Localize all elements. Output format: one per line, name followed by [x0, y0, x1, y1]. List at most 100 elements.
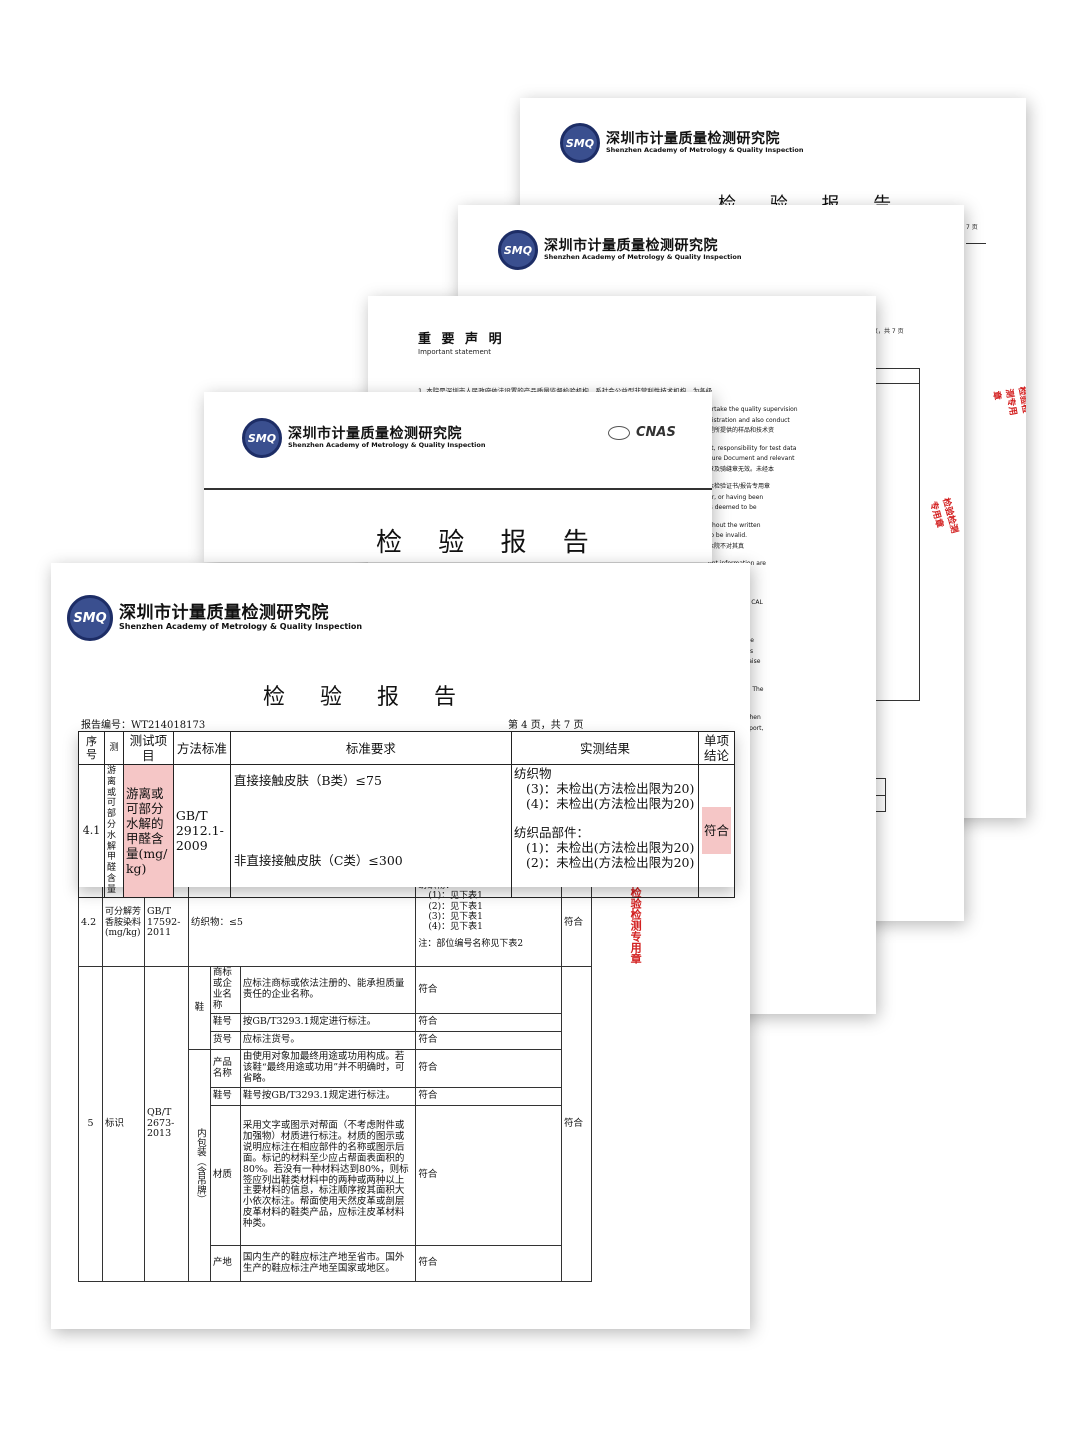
requirement-c: 非直接接触皮肤（C类）≤300: [233, 853, 403, 869]
header-result: 实测结果: [511, 731, 699, 765]
table-border: [872, 700, 920, 701]
header-item: 测试项目: [122, 731, 174, 765]
row-no: 4.1: [78, 764, 105, 898]
statement-snippet: er, or having been: [708, 493, 764, 501]
statement-snippet: 提所提供的样品和技术资: [708, 427, 775, 434]
statement-snippet: dure Document and relevant: [708, 455, 795, 462]
table-header-row: 序号 测 测试项目 方法标准 标准要求 实测结果 单项结论: [78, 731, 735, 765]
sub-req: 由使用对象加最终用途或功用构成。若该鞋“最终用途或功用”并不明确时，可省略。: [239, 1049, 417, 1088]
table-row: 鞋号 鞋号按GB/T3293.1规定进行标注。 符合: [79, 1087, 592, 1106]
sub-name: 材质: [209, 1105, 241, 1246]
result-line: (3)：未检出(方法检出限为20): [526, 781, 695, 796]
table-border: [872, 383, 920, 384]
institute-name-en: Shenzhen Academy of Metrology & Quality …: [606, 145, 804, 154]
institute-logo: SMQ 深圳市计量质量检测研究院 Shenzhen Academy of Met…: [67, 595, 362, 641]
inspection-table: 4.2 可分解芳香胺染料(mg/kg) GB/T 17592-2011 纺织物：…: [78, 879, 592, 1282]
statement-snippet: to be invalid.: [708, 532, 748, 539]
red-seam-stamp: 检验检测专用章: [629, 887, 643, 967]
header-conclusion: 单项结论: [698, 731, 735, 765]
sub-res: 符合: [415, 1087, 563, 1106]
institute-name-cn: 深圳市计量质量检测研究院: [288, 426, 462, 443]
institute-name-en: Shenzhen Academy of Metrology & Quality …: [119, 621, 363, 631]
ilac-icon: [608, 425, 630, 440]
sub-name: 鞋号: [209, 1087, 241, 1106]
row-conclusion: 符合: [561, 966, 592, 1282]
statement-heading: 重 要 声 明: [418, 332, 505, 347]
header-col2: 测: [103, 731, 124, 765]
report-title: 检 验 报 告: [263, 685, 470, 710]
statement-snippet: ct, responsibility for test data: [708, 444, 797, 452]
red-stamp: 检验检测专用章: [927, 497, 960, 535]
statement-line: 1. 本院是深圳市人民政府依法设置的产品质量监督检验机构，系社会公益型非营利性技…: [418, 387, 713, 395]
requirement-b: 直接接触皮肤（B类）≤75: [233, 772, 382, 788]
institute-name-cn: 深圳市计量质量检测研究院: [606, 131, 780, 148]
header-requirement: 标准要求: [229, 731, 513, 765]
cnas-mark: CNAS: [636, 425, 676, 440]
shoe-label: 鞋: [187, 966, 211, 1050]
sub-res: 符合: [415, 1049, 563, 1088]
institute-name-en: Shenzhen Academy of Metrology & Quality …: [544, 252, 742, 261]
smq-logo-icon: SMQ: [560, 123, 600, 163]
sub-req: 鞋号按GB/T3293.1规定进行标注。: [239, 1087, 417, 1106]
table-row: 内包装（含吊牌） 产品名称 由使用对象加最终用途或功用构成。若该鞋“最终用途或功…: [79, 1049, 592, 1282]
sub-name: 产地: [209, 1245, 241, 1282]
report-title: 检 验 报 告: [376, 528, 603, 558]
sub-res: 符合: [415, 966, 563, 1014]
result-line: (2)：未检出(方法检出限为20): [526, 855, 695, 870]
header-method: 方法标准: [172, 731, 231, 765]
zoomed-table: 序号 测 测试项目 方法标准 标准要求 实测结果 单项结论 4.1 游离或可部分…: [78, 731, 735, 898]
page-label: 7 页: [966, 224, 978, 231]
result-line: (1)：未检出(方法检出限为20): [526, 840, 695, 855]
divider: [966, 243, 986, 244]
smq-logo-icon: SMQ: [67, 595, 113, 641]
result-title: 纺织品部件：: [514, 825, 590, 840]
table-row: 4.1 游离或可部分水解甲醛含量 游离或可部分水解的甲醛含量(mg/kg) GB…: [78, 764, 735, 898]
row-method: QB/T 2673-2013: [143, 966, 189, 1282]
statement-snippet: is deemed to be: [708, 504, 757, 511]
result-line: (4)：未检出(方法检出限为20): [526, 796, 695, 811]
report-number: 报告编号：WT214018173: [81, 720, 206, 731]
red-stamp: 检验检测专用章: [990, 385, 1026, 417]
sub-req: 按GB/T3293.1规定进行标注。: [239, 1013, 417, 1032]
cnas-logo: CNAS: [608, 425, 676, 440]
statement-snippet: 章及骑缝章无效。未经本: [708, 465, 775, 473]
row-result: 纺织物 (3)：未检出(方法检出限为20) (4)：未检出(方法检出限为20) …: [511, 764, 699, 898]
table-border: [872, 368, 920, 369]
row-requirement: 直接接触皮肤（B类）≤75 非直接接触皮肤（C类）≤300: [229, 764, 513, 898]
sub-req: 应标注货号。: [239, 1031, 417, 1050]
report-cover-page: SMQ 深圳市计量质量检测研究院 Shenzhen Academy of Met…: [204, 392, 712, 562]
statement-snippet: 本院不对其真: [708, 542, 745, 550]
row-item: 标识: [101, 966, 145, 1282]
sub-res: 符合: [415, 1031, 563, 1050]
cover-divider: [204, 488, 712, 490]
sub-name: 产品名称: [209, 1049, 241, 1088]
row-method: GB/T 2912.1-2009: [172, 764, 231, 898]
table-row: 材质 采用文字或图示对帮面（不考虑附件或加强物）材质进行标注。材质的图示或说明应…: [79, 1105, 592, 1246]
institute-name-cn: 深圳市计量质量检测研究院: [544, 238, 718, 255]
sub-res: 符合: [415, 1013, 563, 1032]
sub-name: 商标或企业名称: [209, 966, 241, 1014]
page-label: 页，共 7 页: [872, 328, 904, 335]
institute-name-cn: 深圳市计量质量检测研究院: [119, 602, 329, 623]
table-row: 鞋号 按GB/T3293.1规定进行标注。 符合: [79, 1013, 592, 1032]
institute-name-en: Shenzhen Academy of Metrology & Quality …: [288, 440, 486, 449]
zoomed-table-overlay: 序号 测 测试项目 方法标准 标准要求 实测结果 单项结论 4.1 游离或可部分…: [78, 731, 735, 898]
seam-stamp-text: 检验检测专用章: [629, 887, 643, 964]
smq-logo-icon: SMQ: [498, 230, 538, 270]
result-line: (4)：见下表1: [428, 922, 483, 933]
sub-req: 采用文字或图示对帮面（不考虑附件或加强物）材质进行标注。材质的图示或说明应标注在…: [239, 1105, 417, 1246]
result-line: (3)：见下表1: [428, 912, 483, 923]
sub-req: 国内生产的鞋应标注产地至省市。国外生产的鞋应标注产地至国家或地区。: [239, 1245, 417, 1282]
sub-req: 应标注商标或依法注册的、能承担质量责任的企业名称。: [239, 966, 417, 1014]
sub-name: 鞋号: [209, 1013, 241, 1032]
table-row: 产地 国内生产的鞋应标注产地至省市。国外生产的鞋应标注产地至国家或地区。 符合: [79, 1245, 592, 1282]
row-col2: 游离或可部分水解甲醛含量: [103, 764, 124, 898]
table-border: [885, 778, 886, 812]
row-item-highlighted: 游离或可部分水解的甲醛含量(mg/kg): [122, 764, 174, 898]
header-no: 序号: [78, 731, 105, 765]
statement-snippet: nistration and also conduct: [708, 416, 790, 424]
statement-snippet: ertake the quality supervision: [708, 406, 798, 413]
inner-pack-label: 内包装（含吊牌）: [187, 1049, 211, 1282]
statement-heading-en: Important statement: [418, 348, 491, 356]
smq-logo-icon: SMQ: [242, 418, 282, 458]
